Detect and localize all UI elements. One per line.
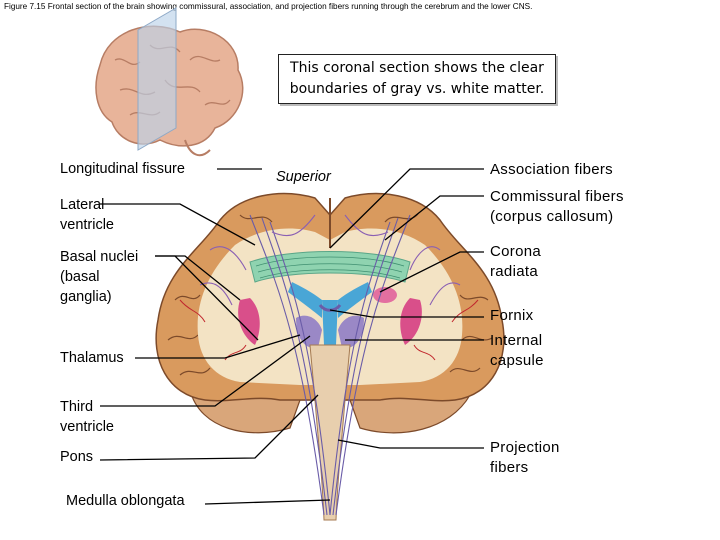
locator-brain-icon (95, 7, 244, 157)
callout-box: This coronal section shows the clear bou… (278, 54, 556, 104)
label-pons: Pons (60, 449, 94, 465)
callout-line-2: boundaries of gray vs. white matter. (289, 81, 545, 97)
label-commissural-fibers: Commissural fibers (corpus callosum) (490, 188, 624, 225)
label-projection-fibers: Projection fibers (490, 439, 560, 476)
orientation-label-superior: Superior (276, 169, 331, 185)
label-lateral-ventricle: Lateral ventricle (60, 197, 114, 233)
label-thalamus: Thalamus (60, 350, 124, 366)
label-basal-nuclei: Basal nuclei (basal ganglia) (60, 249, 139, 305)
label-longitudinal-fissure: Longitudinal fissure (60, 161, 185, 177)
label-medulla-oblongata: Medulla oblongata (66, 493, 185, 509)
label-fornix: Fornix (490, 307, 534, 324)
label-third-ventricle: Third ventricle (60, 399, 114, 435)
callout-line-1: This coronal section shows the clear (290, 60, 544, 76)
figure-caption: Figure 7.15 Frontal section of the brain… (4, 2, 533, 11)
label-internal-capsule: Internal capsule (490, 332, 544, 369)
frontal-section (155, 192, 505, 521)
leader-lines (99, 168, 484, 505)
label-association-fibers: Association fibers (490, 161, 613, 178)
label-corona-radiata: Corona radiata (490, 243, 541, 280)
